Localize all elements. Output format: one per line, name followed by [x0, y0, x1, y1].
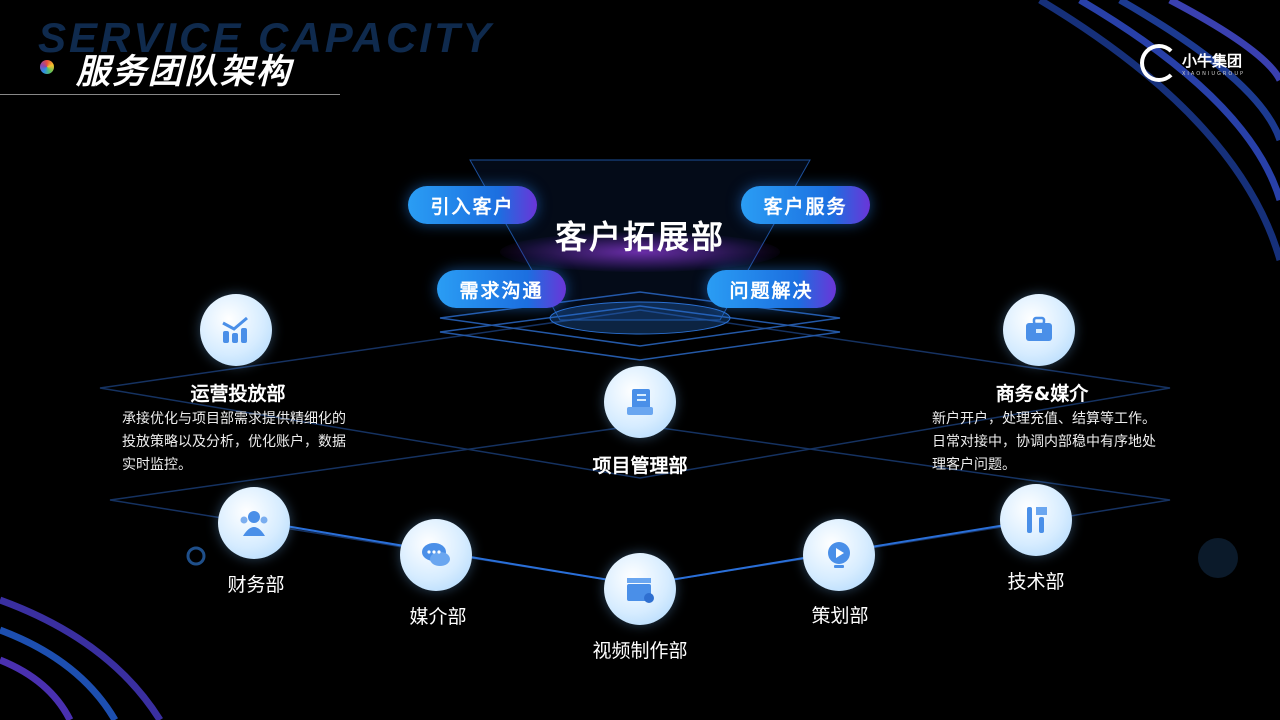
- people-icon: [240, 511, 268, 536]
- tag-problem-solving: 问题解决: [707, 270, 836, 308]
- logo-name: 小牛集团: [1182, 51, 1243, 70]
- logo-subtitle: XIAONIUGROUP: [1182, 70, 1246, 77]
- company-logo: 小牛集团 XIAONIUGROUP: [1140, 44, 1245, 82]
- finance-icon-circle: [218, 487, 290, 559]
- biz-icon-circle: [1003, 294, 1075, 366]
- toolbox-icon: [1026, 316, 1052, 341]
- biz-dept-desc: 新户开户，处理充值、结算等工作。日常对接中，协调内部稳中有序地处理客户问题。: [932, 411, 1156, 473]
- tag-acquire-clients: 引入客户: [408, 186, 537, 224]
- biz-dept-name: 商务&媒介: [995, 383, 1089, 405]
- plan-dept-name: 策划部: [811, 605, 869, 627]
- clapperboard-icon: [627, 578, 654, 603]
- play-icon: [828, 542, 850, 568]
- color-wheel-icon: [40, 60, 54, 74]
- ops-icon-circle: [200, 294, 272, 366]
- tag-client-service: 客户服务: [741, 186, 870, 224]
- document-icon: [627, 389, 653, 415]
- media-icon-circle: [400, 519, 472, 591]
- pm-dept-name: 项目管理部: [592, 455, 688, 477]
- header-watermark: SERVICE CAPACITY: [38, 14, 494, 61]
- center-dept-title: 客户拓展部: [554, 218, 725, 256]
- ops-dept-name: 运营投放部: [190, 383, 286, 405]
- plan-icon-circle: [803, 519, 875, 591]
- finance-dept-name: 财务部: [227, 574, 285, 596]
- pm-icon-circle: [604, 366, 676, 438]
- chart-icon: [222, 316, 248, 343]
- bull-logo-icon: [1140, 44, 1178, 82]
- chat-icon: [422, 543, 450, 566]
- media-dept-name: 媒介部: [409, 606, 467, 628]
- tools-icon: [1027, 507, 1047, 533]
- center-glow: [500, 232, 780, 272]
- title-divider: [0, 94, 340, 95]
- page-title: 服务团队架构: [76, 52, 292, 92]
- tech-icon-circle: [1000, 484, 1072, 556]
- video-dept-name: 视频制作部: [592, 640, 688, 662]
- ops-dept-desc: 承接优化与项目部需求提供精细化的投放策略以及分析，优化账户，数据实时监控。: [122, 411, 346, 473]
- tag-requirement-communication: 需求沟通: [437, 270, 566, 308]
- video-icon-circle: [604, 553, 676, 625]
- tech-dept-name: 技术部: [1007, 571, 1065, 593]
